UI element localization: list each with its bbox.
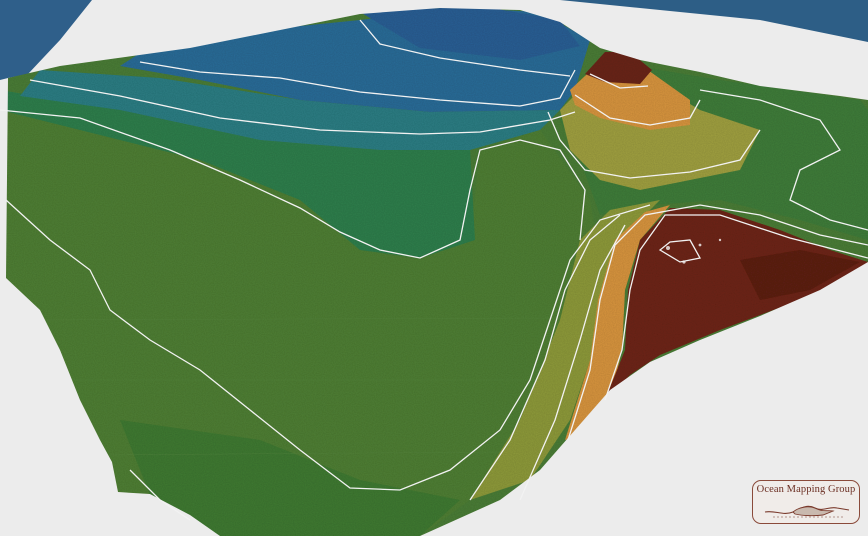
deep-water-strip: [560, 0, 868, 42]
seafloor-profile-icon: [764, 505, 850, 518]
contour-lines: [0, 19, 868, 521]
deep-water-corner: [0, 0, 92, 80]
logo-label: Ocean Mapping Group: [756, 484, 856, 495]
ridge-contour-dots: [666, 238, 722, 264]
ocean-mapping-group-logo: Ocean Mapping Group: [752, 480, 860, 524]
